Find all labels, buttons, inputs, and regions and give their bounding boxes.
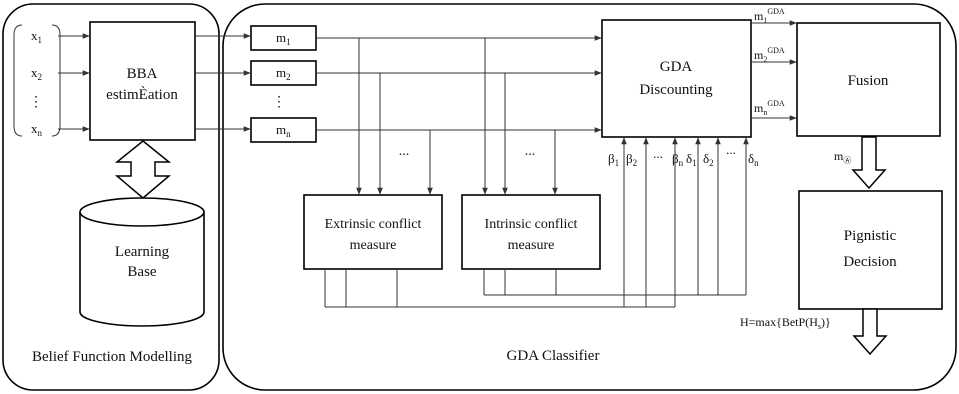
- bba-label-line1: BBA: [127, 66, 158, 82]
- mass-box-mn: [250, 117, 317, 143]
- input-bracket-left: [13, 24, 23, 137]
- mass-label-m2: m2: [276, 65, 291, 82]
- mass-box-m2: [250, 60, 317, 86]
- input-bracket-right: [51, 24, 61, 137]
- mass-dots: ⋮: [272, 95, 286, 110]
- input-x1: x1: [31, 28, 42, 45]
- learning-base-cylinder: [79, 212, 205, 327]
- gda-label-line2: Discounting: [639, 82, 713, 98]
- input-dots: ⋮: [29, 95, 43, 110]
- belief-panel-label: Belief Function Modelling: [32, 349, 192, 365]
- param-betan: βn: [672, 151, 684, 168]
- ellipsis-beta: ...: [653, 146, 663, 161]
- param-deltan: δn: [748, 151, 759, 168]
- ellipsis-delta: ...: [726, 142, 736, 157]
- decision-formula: H=max{BetP(Hs)}: [740, 315, 831, 331]
- intrinsic-line2: measure: [508, 238, 555, 253]
- mass-label-mn: mn: [276, 122, 291, 139]
- gda-output-m2: m2GDA: [754, 46, 785, 64]
- intrinsic-line1: Intrinsic conflict: [485, 217, 578, 232]
- fusion-box: [796, 22, 941, 137]
- bba-label-line2: estimÈation: [106, 86, 178, 103]
- extrinsic-line2: measure: [350, 238, 397, 253]
- beta-feedback-lines: [324, 269, 675, 308]
- pignistic-decision-box: [798, 190, 943, 310]
- pignistic-line1: Pignistic: [844, 228, 897, 244]
- param-delta2: δ2: [703, 151, 714, 168]
- fusion-to-pignistic-arrow: [851, 136, 887, 190]
- input-x2: x2: [31, 65, 42, 82]
- input-xn: xn: [31, 121, 43, 138]
- learning-base-line1: Learning: [115, 244, 170, 260]
- decision-output-arrow: [852, 308, 888, 356]
- extrinsic-line1: Extrinsic conflict: [325, 217, 422, 232]
- learning-base-line2: Base: [127, 264, 157, 280]
- fused-mass-label: mⒶ: [834, 149, 851, 165]
- delta-feedback-lines: [483, 269, 746, 296]
- param-beta1: β1: [608, 151, 619, 168]
- ellipsis-intrinsic: ...: [525, 144, 536, 159]
- param-delta1: δ1: [686, 151, 697, 168]
- pignistic-line2: Decision: [843, 254, 897, 270]
- ellipsis-extrinsic: ...: [399, 144, 410, 159]
- gda-output-mn: mnGDA: [754, 99, 785, 117]
- param-beta2: β2: [626, 151, 637, 168]
- bba-estimation-box: [89, 21, 196, 141]
- gda-discounting-box: [601, 19, 752, 138]
- mass-label-m1: m1: [276, 30, 291, 47]
- extrinsic-conflict-box: [303, 194, 443, 270]
- mass-box-m1: [250, 25, 317, 51]
- gda-output-m1: m1GDA: [754, 7, 785, 25]
- learning-base-cylinder-top: [79, 197, 205, 227]
- classifier-panel-label: GDA Classifier: [507, 348, 600, 364]
- gda-label-line1: GDA: [660, 59, 693, 75]
- fusion-label: Fusion: [848, 73, 889, 89]
- intrinsic-conflict-box: [461, 194, 601, 270]
